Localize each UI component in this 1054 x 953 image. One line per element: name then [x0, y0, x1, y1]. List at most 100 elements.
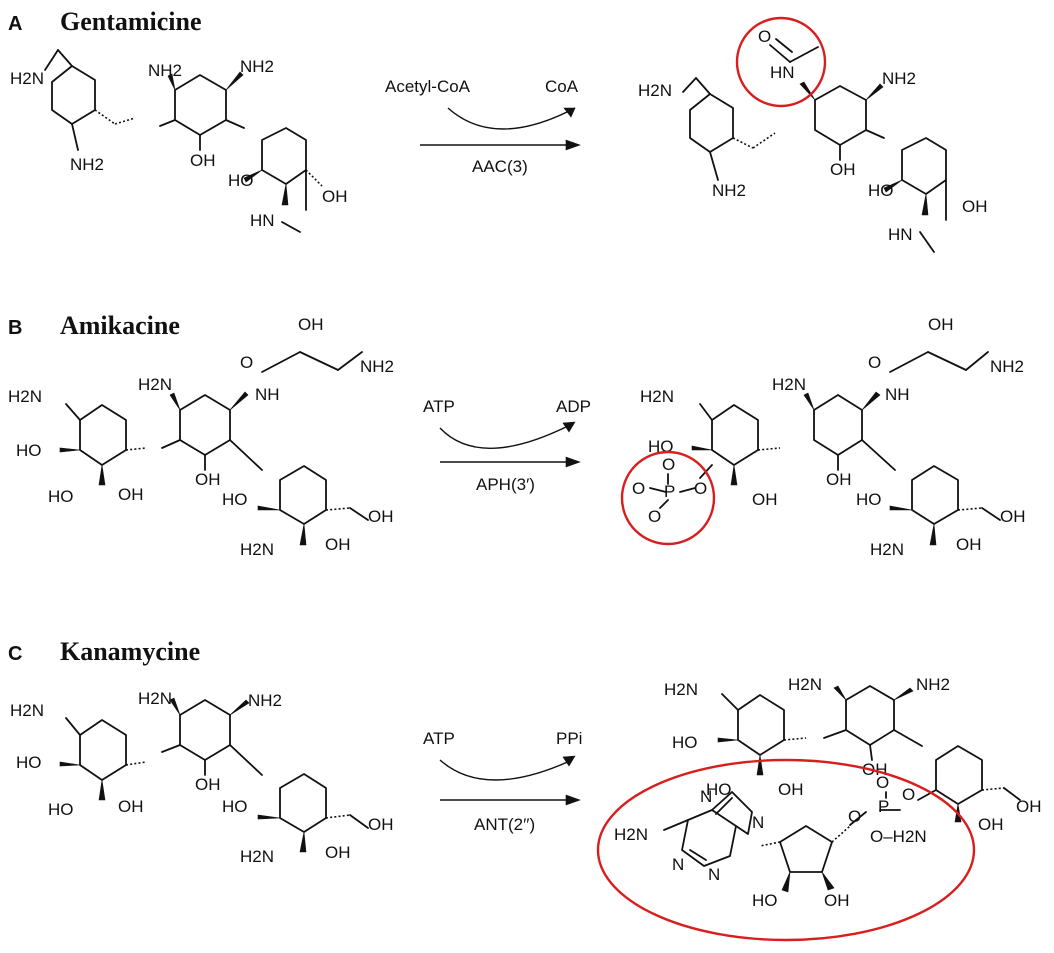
label-h2n: H2N	[640, 387, 674, 406]
label-ho: HO	[706, 780, 732, 799]
wedge-bond	[257, 505, 281, 511]
reactant-label: Acetyl-CoA	[385, 77, 471, 96]
label-o-h2n: O–H2N	[870, 827, 927, 846]
bond	[861, 439, 896, 471]
bond	[865, 129, 885, 139]
wedge-bond	[921, 193, 929, 216]
bond	[229, 744, 263, 776]
hashed-bond	[752, 132, 776, 149]
ring-bond	[779, 825, 833, 873]
label-ho: HO	[48, 487, 74, 506]
hashed-bond	[783, 737, 807, 741]
label-h2n: H2N	[10, 701, 44, 720]
bond	[65, 403, 81, 421]
label-o: O	[876, 773, 889, 792]
hashed-bond	[325, 507, 351, 511]
highlight-ellipse-adenylyl	[596, 758, 976, 942]
cofactor-curve	[439, 759, 573, 781]
panel-c-substrate-structure	[59, 697, 369, 853]
label-oh: OH	[118, 797, 144, 816]
label-ho: HO	[672, 733, 698, 752]
label-nh: NH	[885, 385, 910, 404]
label-oh: OH	[322, 187, 348, 206]
label-oh: OH	[325, 843, 351, 862]
wedge-bond	[225, 71, 244, 91]
wedge-bond	[889, 505, 913, 511]
wedge-bond	[717, 737, 739, 743]
double-bond	[715, 797, 733, 815]
wedge-bond	[257, 814, 281, 820]
label-ho: HO	[228, 171, 254, 190]
bond	[225, 119, 245, 129]
bond	[57, 49, 73, 67]
label-oh: OH	[824, 891, 850, 910]
bond	[869, 744, 873, 761]
ring-bond	[711, 791, 753, 835]
label-oh: OH	[118, 485, 144, 504]
hashed-bond	[305, 169, 323, 187]
hashed-bond	[125, 447, 147, 451]
label-o: O	[662, 455, 675, 474]
bond	[349, 507, 369, 521]
highlight-circle-acetyl	[735, 16, 827, 108]
label-oh: OH	[928, 315, 954, 334]
bond	[823, 729, 847, 739]
label-h2n: H2N	[10, 69, 44, 88]
bond	[71, 123, 79, 151]
ring-bond	[179, 699, 231, 761]
arrowhead	[565, 456, 581, 468]
double-bond	[689, 849, 707, 861]
wedge-bond	[243, 169, 263, 183]
product-label: CoA	[545, 77, 579, 96]
label-oh: OH	[956, 535, 982, 554]
bond	[161, 439, 181, 449]
hashed-bond	[757, 447, 781, 451]
ring-bond	[179, 394, 231, 456]
wedge-bond	[883, 179, 903, 193]
bond	[889, 351, 929, 373]
enzyme-label: AAC(3)	[472, 157, 528, 176]
hashed-bond	[831, 825, 851, 843]
panel-a: A Gentamicine H2N NH2	[8, 7, 988, 253]
label-nh2: NH2	[990, 357, 1024, 376]
bond	[65, 717, 81, 736]
label-o: O	[758, 27, 771, 46]
panel-b-reaction-arrow	[439, 421, 581, 468]
label-nh2: NH2	[916, 675, 950, 694]
label-ho: HO	[48, 800, 74, 819]
label-oh: OH	[962, 197, 988, 216]
wedge-bond	[821, 871, 835, 891]
wedge-bond	[929, 523, 937, 546]
label-o-minus: O	[632, 479, 645, 498]
wedge-bond	[730, 464, 738, 486]
ring-bond	[279, 465, 327, 525]
bond	[663, 819, 689, 831]
label-p: P	[664, 482, 675, 501]
ring-bond	[911, 465, 959, 525]
bond	[261, 351, 301, 373]
label-h2n: H2N	[772, 375, 806, 394]
wedge-bond	[691, 445, 713, 451]
arrowhead	[563, 107, 576, 118]
label-o: O	[902, 785, 915, 804]
hashed-bond	[114, 117, 136, 125]
label-n: N	[752, 813, 764, 832]
label-nh2: NH2	[70, 155, 104, 174]
bond	[789, 46, 819, 63]
bond	[709, 151, 719, 181]
label-o: O	[868, 353, 881, 372]
bond	[649, 487, 667, 493]
label-h2n: H2N	[240, 847, 274, 866]
bond	[917, 789, 937, 801]
enzyme-label: APH(3′)	[476, 475, 535, 494]
bond	[281, 221, 301, 233]
panel-a-letter: A	[8, 13, 22, 35]
label-nh2: NH2	[712, 181, 746, 200]
panel-c-title: Kanamycine	[60, 637, 200, 666]
wedge-bond	[893, 687, 914, 701]
label-oh: OH	[195, 470, 221, 489]
bond	[699, 403, 713, 421]
hashed-bond	[94, 109, 116, 125]
label-oh: OH	[1016, 797, 1042, 816]
panel-a-title: Gentamicine	[60, 7, 202, 36]
